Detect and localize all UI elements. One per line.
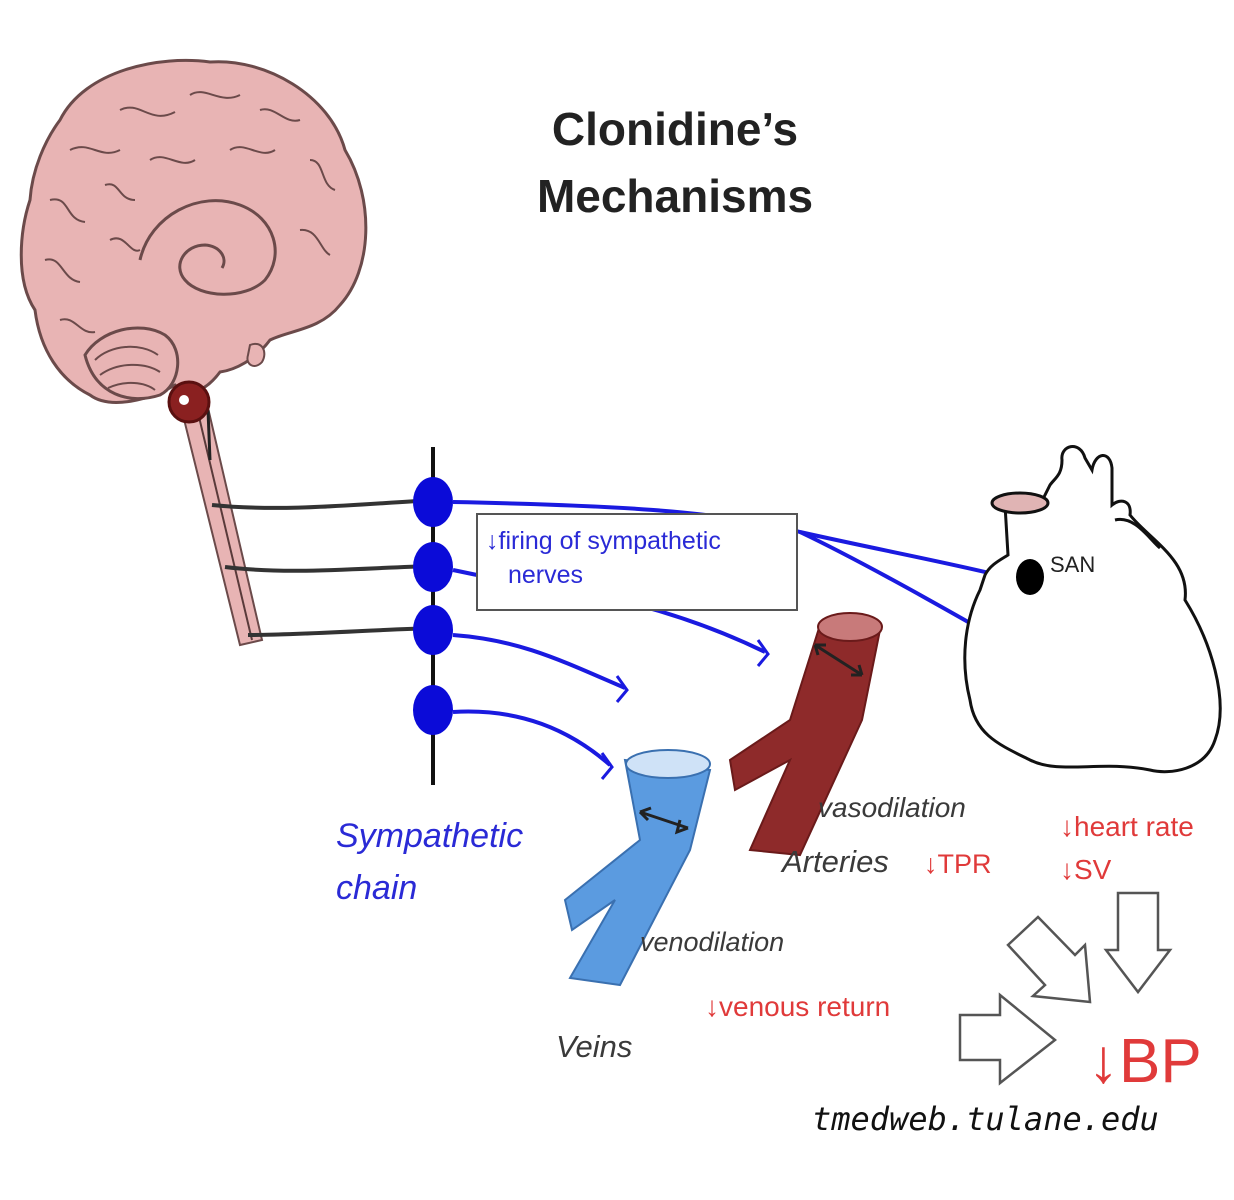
veins-label: Veins <box>556 1029 633 1064</box>
ganglion-3 <box>413 605 453 655</box>
brain-illustration <box>19 58 368 647</box>
arteries-label: Arteries <box>782 844 889 879</box>
vein-illustration <box>563 749 712 987</box>
firing-line-2: nerves <box>508 560 584 589</box>
ganglion-2 <box>413 542 453 592</box>
down-arrow-icon: ↓ <box>1060 811 1074 842</box>
convergence-arrows <box>958 891 1173 1086</box>
preganglionic-nerves <box>211 498 434 637</box>
bp-text: BP <box>1119 1027 1202 1096</box>
bp-label: ↓BP <box>1088 1027 1202 1096</box>
heart-illustration <box>963 445 1222 774</box>
sv-label: ↓SV <box>1060 854 1112 886</box>
tpr-label: ↓TPR <box>924 849 992 880</box>
heart-rate-label: ↓heart rate <box>1060 811 1194 843</box>
title-line-2: Mechanisms <box>536 169 814 222</box>
firing-callout: ↓firing of sympathetic nerves <box>476 513 798 611</box>
down-arrow-icon: ↓ <box>705 991 719 1022</box>
san-label: SAN <box>1050 552 1096 577</box>
sympathetic-label-line-2: chain <box>336 869 418 907</box>
ganglion-4 <box>413 685 453 735</box>
sympathetic-label-line-1: Sympathetic <box>336 817 524 855</box>
sympathetic-chain <box>413 447 453 785</box>
down-arrow-icon: ↓ <box>1088 1027 1119 1096</box>
artery-illustration <box>728 612 883 857</box>
down-arrow-icon: ↓ <box>1060 854 1074 885</box>
diagonal-hollow-arrow <box>1006 915 1092 1004</box>
down-arrow-icon: ↓ <box>924 849 938 879</box>
venous-return-label: ↓venous return <box>705 991 891 1023</box>
right-hollow-arrow <box>958 992 1058 1086</box>
source-credit: tmedweb.tulane.edu <box>812 1100 1159 1138</box>
heart-rate-text: heart rate <box>1074 811 1194 842</box>
ganglion-1 <box>413 477 453 527</box>
tpr-text: TPR <box>937 849 992 879</box>
venodilation-label: venodilation <box>640 927 785 957</box>
title-line-1: Clonidine’s <box>551 103 799 155</box>
sv-text: SV <box>1074 854 1112 885</box>
down-arrow-icon: ↓ <box>486 527 499 555</box>
diagram-title: Clonidine’s Mechanisms <box>505 96 845 229</box>
down-hollow-arrow <box>1103 891 1173 995</box>
san-node <box>1016 559 1044 595</box>
venous-return-text: venous return <box>719 991 891 1022</box>
firing-line-1: firing of sympathetic <box>498 527 721 555</box>
vasodilation-label: vasodilation <box>818 792 966 823</box>
